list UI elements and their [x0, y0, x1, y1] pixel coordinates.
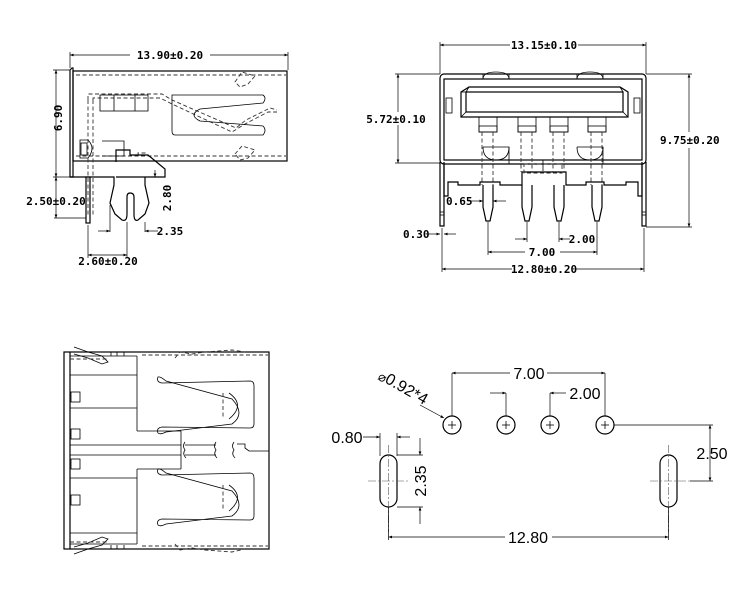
side-body-outline: [69, 67, 288, 178]
signal-hole: [595, 415, 615, 435]
signal-hole: [540, 415, 560, 435]
dim-front-pin-width: 0.65: [446, 195, 473, 208]
signal-hole: [496, 415, 516, 435]
side-mounting-clip: [70, 149, 166, 224]
front-base: [443, 160, 643, 197]
dim-front-pin-pitch-outer: 7.00: [529, 246, 556, 259]
footprint-holes: [442, 415, 615, 435]
dim-side-pin-offset: 2.60±0.20: [78, 255, 138, 268]
dim-front-overall-width: 13.15±0.10: [511, 39, 577, 52]
top-latch-springs: [157, 376, 255, 527]
dim-side-height: 6.90: [52, 105, 65, 132]
dim-side-clip-height: 2.80: [161, 185, 174, 212]
dim-slot-length: 2.35: [413, 465, 430, 496]
signal-hole: [442, 415, 462, 435]
dim-footprint-pitch-inner: 2.00: [569, 386, 600, 403]
front-pins: [439, 132, 647, 227]
dim-hole-diameter: 0.92*4: [382, 371, 431, 409]
front-dimensions: 13.15±0.10 5.72±0.10 9.75±0.20 0.65 0.30…: [366, 39, 719, 276]
dim-slot-width: 0.80: [331, 430, 362, 447]
dim-front-opening-height: 5.72±0.10: [366, 113, 426, 126]
dim-row-offset: 2.50: [696, 446, 727, 463]
dim-front-overall-height: 9.75±0.20: [660, 134, 720, 147]
dim-side-clip-width: 2.35: [157, 225, 184, 238]
pcb-footprint: ⌀ 0.92*4 7.00 2.00 0.80 2.: [331, 366, 727, 547]
front-view: 13.15±0.10 5.72±0.10 9.75±0.20 0.65 0.30…: [366, 39, 719, 276]
dim-front-shell-leg-thickness: 0.30: [403, 228, 430, 241]
dim-side-pin-length: 2.50±0.20: [26, 195, 86, 208]
top-housing: [70, 355, 182, 545]
top-pin-row: [183, 441, 269, 459]
dim-footprint-pitch-outer: 7.00: [513, 366, 544, 383]
dim-slot-span: 12.80: [508, 530, 548, 547]
side-view: 13.90±0.20 6.90 2.50±0.20 2.80 2.35 2.60…: [26, 49, 289, 268]
dim-front-shell-leg-span: 12.80±0.20: [511, 263, 577, 276]
dim-side-overall-length: 13.90±0.20: [137, 49, 203, 62]
top-view: [63, 346, 270, 555]
dim-front-pin-pitch-inner: 2.00: [569, 233, 596, 246]
front-shell: [439, 71, 647, 165]
side-dimensions: 13.90±0.20 6.90 2.50±0.20 2.80 2.35 2.60…: [26, 49, 289, 268]
side-contact: [79, 93, 278, 215]
top-body-outline: [63, 346, 270, 555]
